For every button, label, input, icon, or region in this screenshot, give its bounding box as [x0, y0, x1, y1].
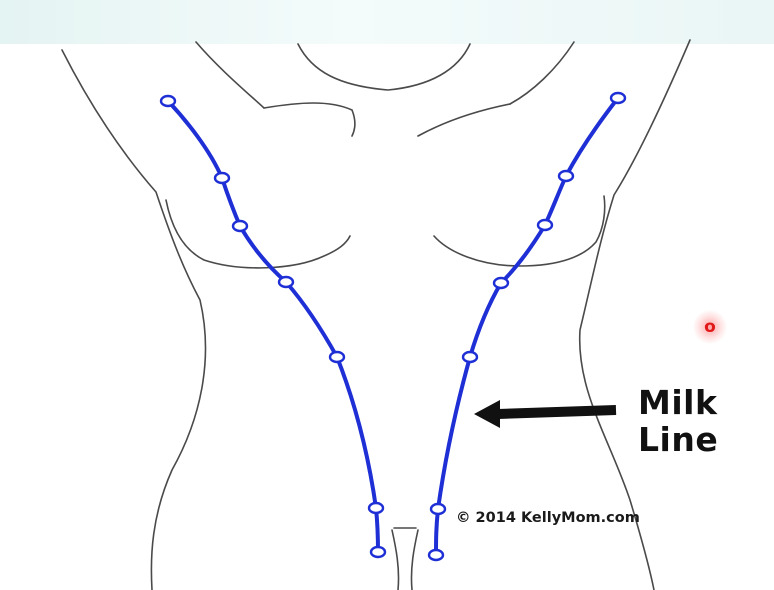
milk-line-node	[463, 352, 477, 362]
body-outline-left	[62, 50, 205, 590]
arrow-to-milk-line	[474, 400, 616, 428]
milk-line-node	[538, 220, 552, 230]
label-line-2: Line	[638, 421, 718, 458]
cursor-marker: o	[693, 310, 727, 344]
neck-outline	[298, 44, 470, 90]
collar-right	[510, 42, 574, 104]
milk-line-right	[436, 98, 618, 555]
milk-line-node	[369, 503, 383, 513]
collar-left	[196, 42, 264, 108]
milk-line-label: Milk Line	[638, 384, 718, 458]
milk-line-node	[429, 550, 443, 560]
arrow-head	[474, 400, 500, 428]
milk-line-node	[431, 504, 445, 514]
label-line-1: Milk	[638, 384, 718, 421]
milk-line-node	[330, 352, 344, 362]
body-outline-right	[580, 40, 690, 590]
breast-left	[166, 200, 350, 268]
milk-line-node	[279, 277, 293, 287]
groin-right	[411, 530, 418, 590]
milk-line-node	[494, 278, 508, 288]
milk-line-node	[559, 171, 573, 181]
groin-left	[392, 530, 399, 590]
clavicle-left	[264, 103, 355, 136]
milk-line-left	[168, 101, 378, 552]
milk-line-node	[215, 173, 229, 183]
milk-line-node	[161, 96, 175, 106]
milk-line-node	[233, 221, 247, 231]
milk-line-node	[371, 547, 385, 557]
arrow-shaft	[498, 410, 616, 414]
copyright-text: © 2014 KellyMom.com	[456, 510, 640, 526]
milk-line-node	[611, 93, 625, 103]
clavicle-right	[418, 104, 510, 136]
breast-right	[434, 196, 605, 266]
